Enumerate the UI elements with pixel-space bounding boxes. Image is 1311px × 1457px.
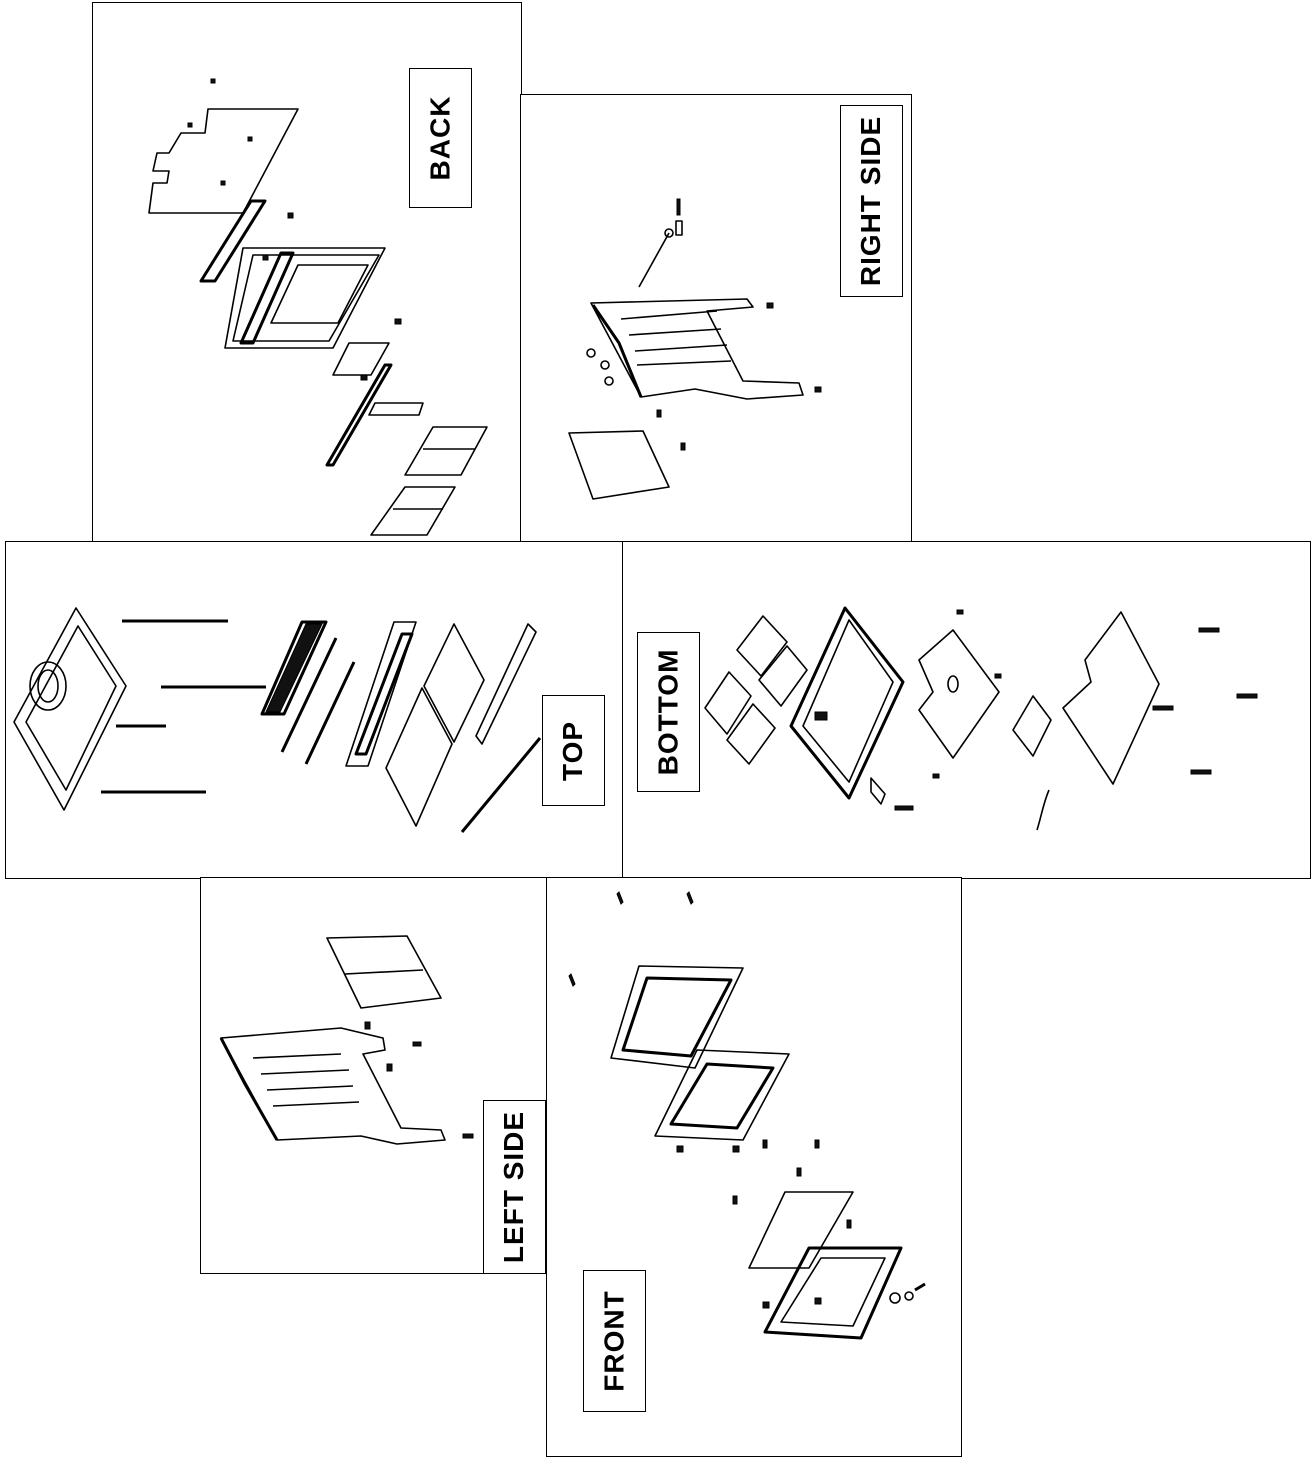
right-side-label: RIGHT SIDE bbox=[840, 105, 903, 297]
bottom-exploded-drawing bbox=[704, 606, 1258, 831]
back-view-panel: BACK bbox=[92, 2, 522, 542]
right-side-view-panel: RIGHT SIDE bbox=[520, 94, 912, 542]
bottom-view-panel: BOTTOM bbox=[622, 541, 1311, 879]
front-exploded-drawing bbox=[568, 891, 926, 1340]
back-label: BACK bbox=[409, 68, 472, 208]
left-side-label: LEFT SIDE bbox=[483, 1100, 546, 1273]
top-exploded-drawing bbox=[13, 607, 542, 833]
right-side-label-text: RIGHT SIDE bbox=[855, 115, 887, 287]
front-label: FRONT bbox=[583, 1270, 646, 1412]
top-view-panel: TOP bbox=[5, 541, 624, 879]
bottom-label-text: BOTTOM bbox=[652, 648, 684, 776]
top-label: TOP bbox=[542, 695, 605, 806]
back-exploded-drawing bbox=[148, 78, 488, 536]
back-label-text: BACK bbox=[424, 95, 456, 181]
bottom-label: BOTTOM bbox=[637, 632, 700, 792]
left-side-view-panel: LEFT SIDE bbox=[200, 877, 548, 1274]
right-side-exploded-drawing bbox=[568, 198, 822, 500]
front-view-panel: FRONT bbox=[546, 877, 962, 1457]
front-label-text: FRONT bbox=[598, 1290, 630, 1392]
top-label-text: TOP bbox=[557, 720, 589, 781]
left-side-exploded-drawing bbox=[219, 935, 474, 1145]
left-side-label-text: LEFT SIDE bbox=[498, 1110, 530, 1264]
